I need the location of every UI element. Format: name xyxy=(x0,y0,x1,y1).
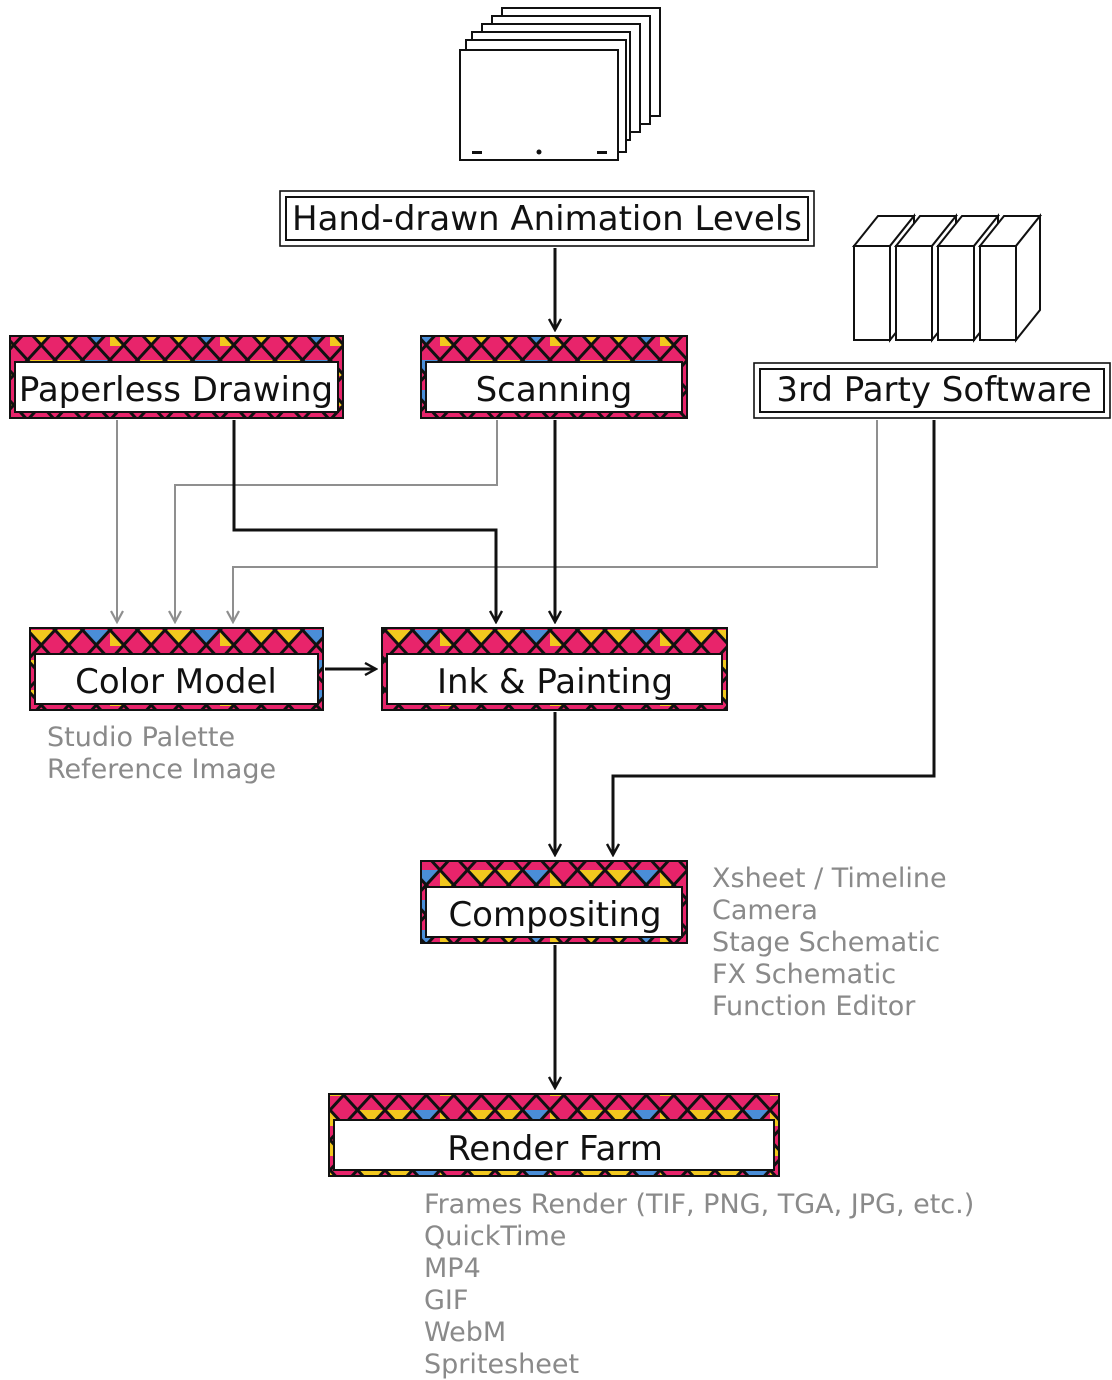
edge-paperless-to-ink xyxy=(232,420,496,622)
node-paperless-drawing: Paperless Drawing xyxy=(9,335,344,419)
note-line: GIF xyxy=(424,1285,468,1316)
node-label: Compositing xyxy=(448,895,661,935)
edge-scanning-to-color-model xyxy=(175,420,498,622)
note-line: Spritesheet xyxy=(424,1349,579,1380)
node-label: Scanning xyxy=(476,370,633,410)
node-ink-painting: Ink & Painting xyxy=(381,627,728,711)
color-model-notes: Studio Palette Reference Image xyxy=(47,722,276,785)
note-line: Stage Schematic xyxy=(712,927,940,958)
node-label: Color Model xyxy=(75,662,277,702)
main-connectors xyxy=(232,248,936,1088)
node-compositing: Compositing xyxy=(420,860,688,944)
node-color-model: Color Model xyxy=(29,627,324,711)
render-farm-notes: Frames Render (TIF, PNG, TGA, JPG, etc.)… xyxy=(424,1189,974,1380)
node-label: Render Farm xyxy=(447,1129,663,1169)
node-third-party-software: 3rd Party Software xyxy=(753,362,1111,419)
node-hand-drawn-levels: Hand-drawn Animation Levels xyxy=(279,190,815,247)
node-label: 3rd Party Software xyxy=(776,370,1091,410)
note-line: FX Schematic xyxy=(712,959,896,990)
note-line: Function Editor xyxy=(712,991,916,1022)
node-label: Paperless Drawing xyxy=(19,370,333,410)
note-line: QuickTime xyxy=(424,1221,566,1252)
note-line: Reference Image xyxy=(47,754,276,785)
note-line: Camera xyxy=(712,895,818,926)
note-line: Xsheet / Timeline xyxy=(712,863,947,894)
note-line: Frames Render (TIF, PNG, TGA, JPG, etc.) xyxy=(424,1189,974,1220)
software-blocks-icon xyxy=(851,213,1043,343)
compositing-notes: Xsheet / Timeline Camera Stage Schematic… xyxy=(712,863,947,1022)
node-label: Ink & Painting xyxy=(437,662,673,702)
note-line: Studio Palette xyxy=(47,722,235,753)
node-render-farm: Render Farm xyxy=(328,1093,780,1177)
node-scanning: Scanning xyxy=(420,335,688,419)
paper-stack-icon xyxy=(459,7,661,161)
edge-third-party-to-compositing xyxy=(613,420,936,855)
note-line: WebM xyxy=(424,1317,506,1348)
note-line: MP4 xyxy=(424,1253,481,1284)
node-label: Hand-drawn Animation Levels xyxy=(292,199,802,239)
